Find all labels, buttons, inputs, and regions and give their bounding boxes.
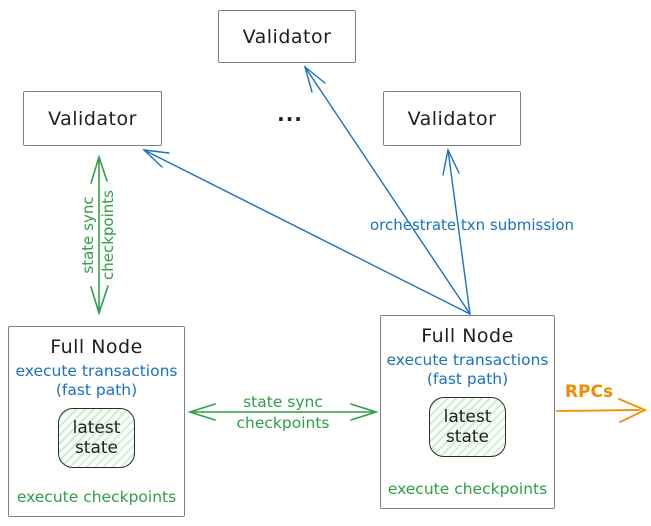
- execute-checkpoints-label: execute checkpoints: [387, 480, 548, 498]
- execute-transactions-line2: (fast path): [55, 381, 138, 399]
- latest-state-line1: latest: [72, 418, 121, 438]
- rpcs-label: RPCs: [564, 382, 614, 402]
- execute-transactions-line1: execute transactions: [15, 362, 178, 380]
- state-sync-mid-line1: state sync: [243, 393, 323, 411]
- state-sync-left-line1: state sync: [79, 196, 97, 274]
- state-sync-mid-label: state sync checkpoints: [193, 392, 373, 434]
- validator-box-left: Validator: [23, 91, 162, 146]
- full-node-box-right: Full Node execute transactions (fast pat…: [380, 315, 555, 509]
- validator-box-top: Validator: [218, 10, 356, 63]
- latest-state-box: latest state: [429, 397, 506, 457]
- latest-state-line2: state: [74, 438, 119, 458]
- orchestrate-txn-label: orchestrate txn submission: [369, 216, 575, 234]
- validators-ellipsis: ...: [277, 102, 303, 126]
- execute-transactions-label: execute transactions (fast path): [386, 351, 548, 389]
- state-sync-left-line2: checkpoints: [99, 190, 117, 280]
- execute-transactions-line1: execute transactions: [386, 351, 549, 369]
- arrow-rpcs: [556, 398, 648, 423]
- validator-label: Validator: [407, 107, 497, 130]
- latest-state-box: latest state: [58, 408, 135, 468]
- latest-state-line2: state: [445, 427, 490, 447]
- full-node-title: Full Node: [421, 325, 514, 347]
- validator-label: Validator: [48, 107, 137, 130]
- validator-label: Validator: [242, 25, 332, 48]
- validator-box-right: Validator: [383, 91, 521, 146]
- full-node-box-left: Full Node execute transactions (fast pat…: [8, 326, 185, 517]
- execute-checkpoints-label: execute checkpoints: [16, 488, 177, 506]
- full-node-title: Full Node: [50, 336, 143, 358]
- state-sync-mid-line2: checkpoints: [236, 414, 330, 432]
- state-sync-left-label: state sync checkpoints: [78, 165, 120, 305]
- execute-transactions-label: execute transactions (fast path): [15, 362, 177, 400]
- execute-transactions-line2: (fast path): [426, 370, 509, 388]
- latest-state-line1: latest: [443, 407, 492, 427]
